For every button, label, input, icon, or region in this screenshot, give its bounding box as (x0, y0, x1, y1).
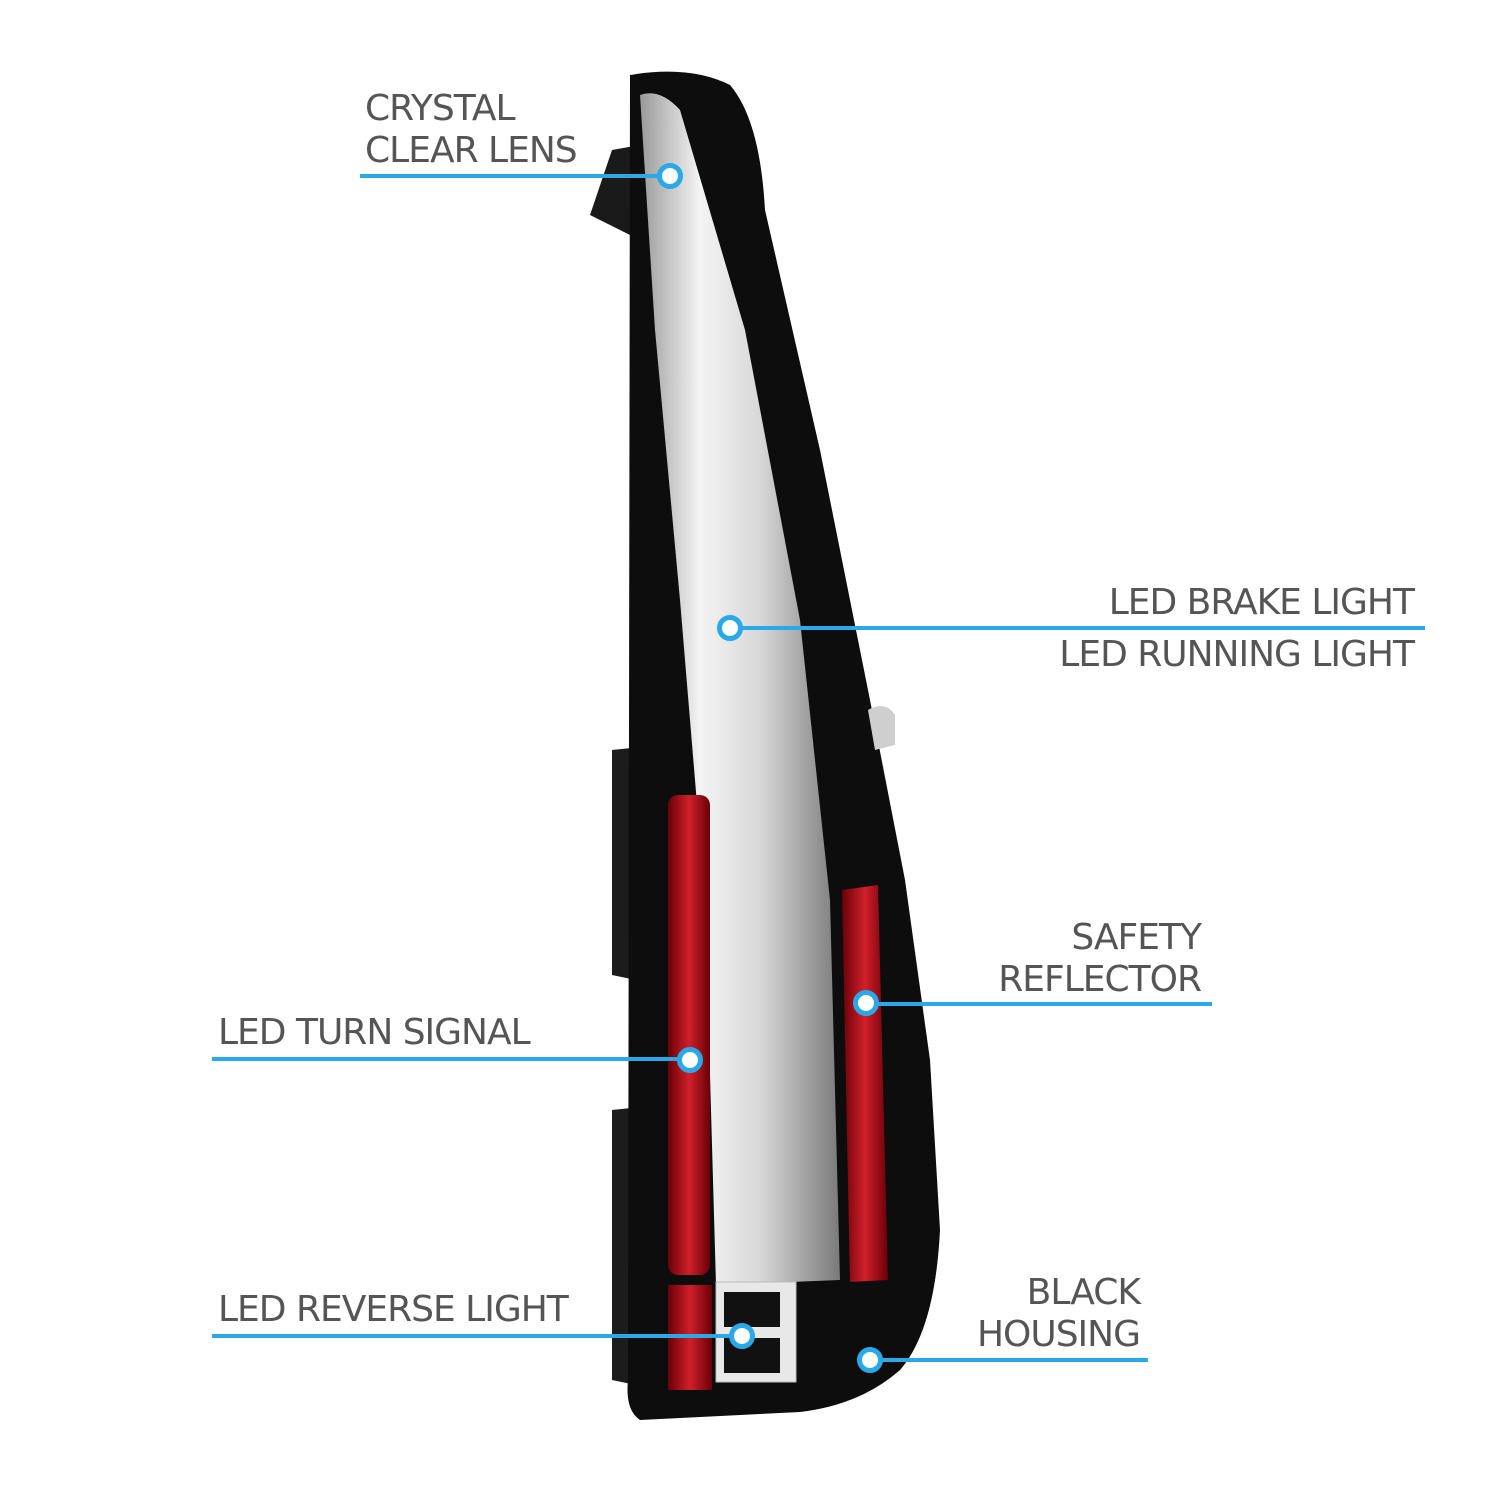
label-line: BLACK (1026, 1272, 1141, 1313)
turn-signal-red-strip (668, 795, 710, 1275)
clear-lens (640, 93, 840, 1286)
callout-line (212, 1334, 742, 1338)
callout-line (866, 1002, 1212, 1006)
upper-bracket (590, 145, 640, 240)
callout-line (360, 174, 670, 178)
callout-dot (853, 990, 879, 1016)
callout-line (730, 626, 1425, 630)
label-safety-reflector: SAFETY REFLECTOR (998, 917, 1202, 1001)
reverse-cell (724, 1292, 780, 1327)
label-black-housing: BLACK HOUSING (976, 1272, 1141, 1356)
callout-line (212, 1057, 690, 1061)
label-line: CLEAR LENS (365, 130, 578, 171)
callout-dot (729, 1323, 755, 1349)
label-running-light: LED RUNNING LIGHT (1059, 634, 1415, 675)
label-brake-light: LED BRAKE LIGHT (1108, 582, 1415, 623)
label-line: SAFETY (1071, 917, 1202, 958)
label-reverse-light: LED REVERSE LIGHT (218, 1289, 569, 1330)
mount-stud (868, 706, 895, 750)
callout-dot (657, 163, 683, 189)
callout-dot (677, 1047, 703, 1073)
callout-dot (717, 615, 743, 641)
callout-line (870, 1358, 1148, 1362)
label-line: REFLECTOR (998, 959, 1202, 1000)
label-line: HOUSING (976, 1314, 1141, 1355)
reflector-red-strip (842, 885, 888, 1282)
label-turn-signal: LED TURN SIGNAL (218, 1012, 531, 1053)
label-line: CRYSTAL (365, 88, 516, 129)
callout-dot (857, 1347, 883, 1373)
label-crystal-clear-lens: CRYSTAL CLEAR LENS (365, 88, 578, 172)
